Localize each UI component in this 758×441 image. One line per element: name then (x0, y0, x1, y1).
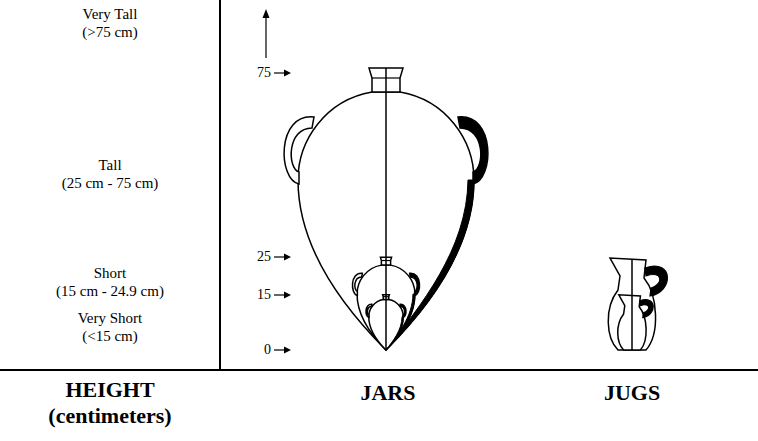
tick-value: 25 (255, 248, 271, 266)
tick-value-text: 25 (257, 249, 271, 264)
height-class-label: Very Tall (>75 cm) (81, 5, 139, 41)
tick-value-text: 15 (257, 287, 271, 302)
tick-arrow (274, 292, 291, 299)
tick-value: 15 (255, 286, 271, 304)
height-class-label: Tall (25 cm - 75 cm) (61, 156, 160, 192)
height-class-label-text: Short (15 cm - 24.9 cm) (56, 265, 164, 299)
column-heading: JUGS (603, 380, 662, 406)
axis-line (0, 369, 758, 371)
tick-arrow (274, 254, 291, 261)
tick-value: 0 (262, 341, 271, 359)
height-class-label-text: Very Short (<15 cm) (78, 310, 143, 344)
jar-drawing (366, 295, 406, 350)
jug-drawing (618, 295, 654, 350)
tick-value-text: 75 (257, 65, 271, 80)
axis-line (219, 0, 221, 370)
column-heading: JARS (359, 380, 417, 406)
tick-value: 75 (255, 64, 271, 82)
tick-arrow (274, 70, 291, 77)
column-heading-text: JUGS (604, 380, 660, 405)
height-class-label: Very Short (<15 cm) (77, 309, 144, 345)
jug-drawing (608, 258, 667, 350)
axis-title-text: HEIGHT (centimeters) (48, 377, 171, 428)
height-class-label-text: Tall (25 cm - 75 cm) (62, 157, 159, 191)
tick-value-text: 0 (264, 342, 271, 357)
column-heading-text: JARS (360, 380, 415, 405)
jar-drawing (284, 68, 488, 350)
tick-arrow (274, 347, 291, 354)
jar-drawing (352, 257, 419, 350)
height-class-label-text: Very Tall (>75 cm) (82, 6, 138, 40)
height-class-label: Short (15 cm - 24.9 cm) (55, 264, 165, 300)
axis-title: HEIGHT (centimeters) (47, 377, 173, 429)
up-arrow (263, 9, 270, 58)
